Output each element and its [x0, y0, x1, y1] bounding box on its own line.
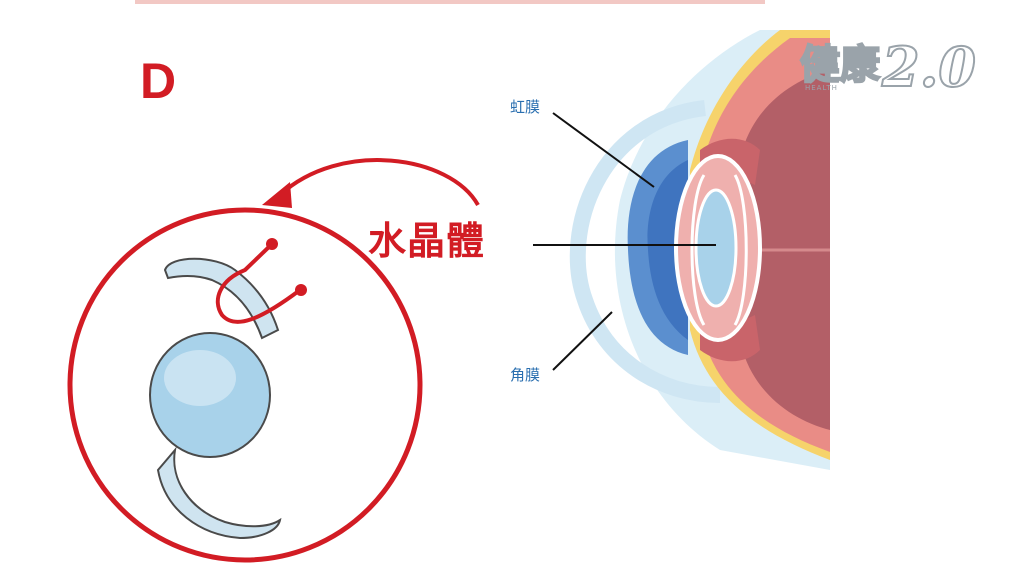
logo-sub-text: HEALTH	[805, 84, 838, 92]
top-divider-strip	[135, 0, 765, 4]
iris-label: 虹膜	[510, 98, 541, 116]
panel-letter: D	[140, 53, 177, 109]
brand-logo: 健康 2.0 HEALTH	[799, 34, 977, 100]
logo-brand-text: 健康	[800, 41, 880, 88]
iol-upper-haptic	[163, 257, 280, 340]
hook-tip-lower	[295, 284, 307, 296]
lens-nucleus	[694, 188, 738, 308]
iol-illustration	[67, 207, 423, 563]
arrow-head	[262, 182, 292, 208]
lens-label: 水晶體	[368, 219, 486, 263]
iol-hook	[215, 242, 302, 324]
cornea-leader-line	[552, 311, 613, 371]
lens-highlight-left	[690, 174, 706, 326]
cornea-outer	[569, 100, 721, 403]
iris-inner	[647, 160, 688, 340]
lens-highlight-right	[733, 174, 748, 326]
iris-leader-line	[552, 112, 655, 188]
curved-arrow	[278, 158, 480, 206]
logo-version-text: 2.0	[881, 35, 976, 99]
iol-optic-highlight	[164, 350, 236, 406]
cornea-label: 角膜	[510, 366, 541, 384]
eye-cross-section	[569, 0, 1024, 576]
right-mask	[832, 0, 1024, 576]
hook-tip-upper	[266, 238, 278, 250]
iol-lower-haptic	[156, 446, 282, 540]
